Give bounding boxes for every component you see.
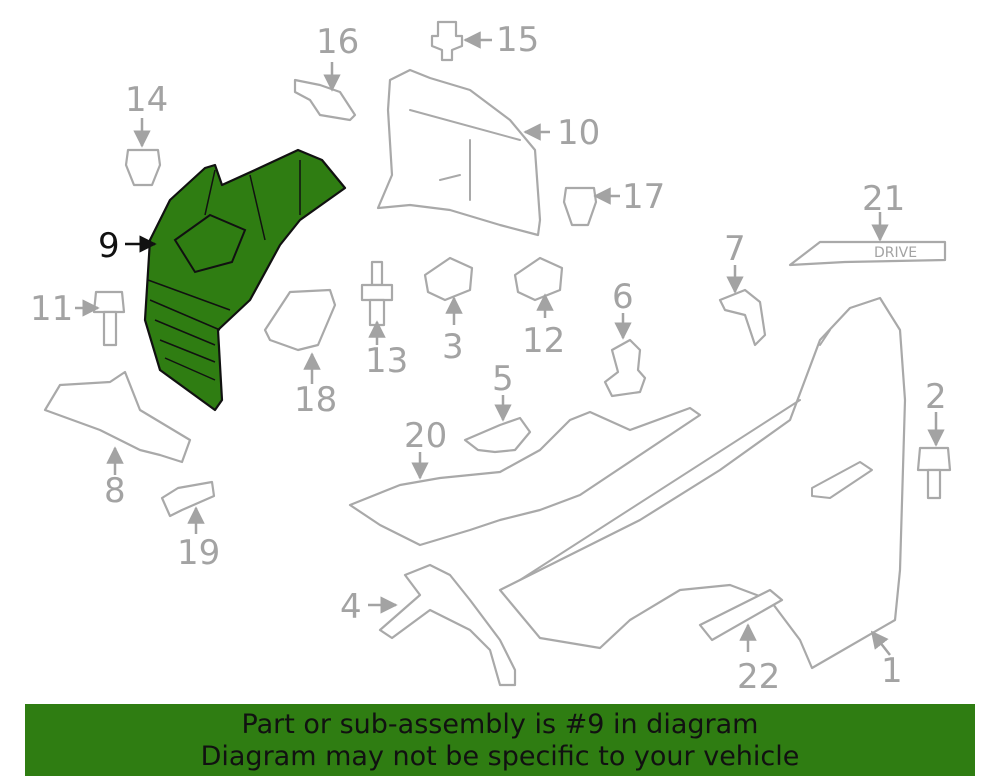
part-10-inner-panel[interactable] <box>376 68 542 237</box>
callout-15: 15 <box>496 20 539 60</box>
part-4-bracket[interactable] <box>378 563 517 687</box>
callout-1: 1 <box>881 651 903 691</box>
leader-lines <box>75 31 945 656</box>
part-15-push-pin[interactable] <box>430 20 464 62</box>
part-18-grommet[interactable] <box>263 288 337 352</box>
banner-line-1: Part or sub-assembly is #9 in diagram <box>241 709 759 740</box>
callout-14: 14 <box>125 80 168 120</box>
part-13-push-pin[interactable] <box>360 260 394 327</box>
callout-18: 18 <box>294 380 337 420</box>
part-14-clip[interactable] <box>124 148 162 187</box>
part-12-clip-nut[interactable] <box>513 256 564 302</box>
part-9-wheel-arch-liner[interactable] <box>143 148 347 412</box>
callout-19: 19 <box>177 533 220 573</box>
callout-5: 5 <box>492 359 514 399</box>
part-2-bolt[interactable] <box>916 446 952 500</box>
parts-diagram: DRIVE 1 2 3 4 5 6 7 8 9 <box>30 20 952 697</box>
callout-2: 2 <box>925 377 947 417</box>
callout-11: 11 <box>30 289 73 329</box>
part-16-bracket[interactable] <box>293 78 357 122</box>
part-19-screw[interactable] <box>160 480 216 518</box>
part-5-clip[interactable] <box>463 416 532 454</box>
callout-10: 10 <box>557 113 600 153</box>
part-21-emblem[interactable]: DRIVE <box>788 240 947 267</box>
info-banner: Part or sub-assembly is #9 in diagram Di… <box>25 704 975 776</box>
callout-12: 12 <box>522 321 565 361</box>
callout-7: 7 <box>724 229 746 269</box>
part-3-clip-nut[interactable] <box>423 256 474 302</box>
callout-21: 21 <box>862 179 905 219</box>
callout-9: 9 <box>98 226 120 266</box>
callout-3: 3 <box>442 327 464 367</box>
banner-line-2: Diagram may not be specific to your vehi… <box>200 741 800 772</box>
part-1-fender[interactable] <box>498 296 907 670</box>
callout-6: 6 <box>612 277 634 317</box>
callout-labels: 1 2 3 4 5 6 7 8 9 10 11 12 13 14 15 16 1… <box>30 20 947 697</box>
callout-17: 17 <box>622 177 665 217</box>
callout-16: 16 <box>316 22 359 62</box>
callout-13: 13 <box>365 341 408 381</box>
callout-22: 22 <box>737 657 780 697</box>
part-20-rail[interactable] <box>348 406 702 547</box>
callout-20: 20 <box>404 416 447 456</box>
part-6-bracket[interactable] <box>603 338 647 398</box>
part-17-clip[interactable] <box>562 186 598 227</box>
callout-8: 8 <box>104 471 126 511</box>
callout-4: 4 <box>340 587 362 627</box>
part-8-splash-shield[interactable] <box>43 370 192 464</box>
emblem-text: DRIVE <box>874 245 917 261</box>
part-7-bracket[interactable] <box>718 288 767 347</box>
part-11-bolt[interactable] <box>92 290 126 347</box>
part-22-side-marker[interactable] <box>698 588 784 642</box>
